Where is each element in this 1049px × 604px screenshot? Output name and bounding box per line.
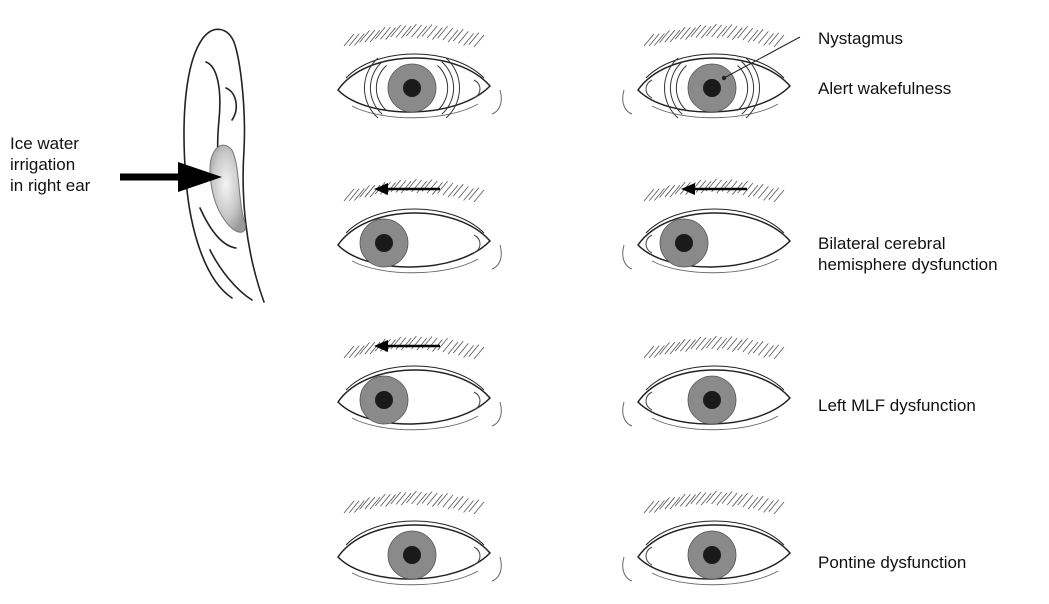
pupil-icon	[703, 79, 721, 97]
left-eye	[338, 336, 501, 430]
nose-crease-icon	[623, 90, 632, 114]
eye-row	[338, 336, 790, 430]
ear-drawing	[184, 29, 264, 302]
nose-crease-icon	[623, 402, 632, 426]
stimulus-label-line: in right ear	[10, 175, 90, 196]
eyebrow-icon	[644, 179, 784, 202]
row-label-line: Bilateral cerebral	[818, 233, 998, 254]
nose-crease-icon	[492, 90, 501, 114]
stimulus-label-line: irrigation	[10, 154, 90, 175]
right-eye	[623, 336, 790, 430]
pupil-icon	[375, 391, 393, 409]
eye-rows	[338, 24, 790, 585]
eyebrow-icon	[344, 179, 484, 202]
right-eye	[623, 491, 790, 585]
left-eye	[338, 24, 501, 118]
pupil-icon	[703, 546, 721, 564]
right-eye	[623, 24, 790, 118]
eye-row	[338, 179, 790, 273]
ear-lobe-line	[210, 250, 252, 300]
row-label-bilateral-cerebral: Bilateral cerebral hemisphere dysfunctio…	[818, 233, 998, 275]
pupil-icon	[403, 79, 421, 97]
gaze-arrow-left-icon	[374, 183, 440, 195]
stimulus-label: Ice water irrigation in right ear	[10, 133, 90, 196]
pupil-icon	[403, 546, 421, 564]
nose-crease-icon	[492, 245, 501, 269]
pupil-icon	[703, 391, 721, 409]
eyebrow-icon	[644, 24, 784, 47]
leader-dot	[722, 76, 726, 80]
nose-crease-icon	[492, 557, 501, 581]
nose-crease-icon	[623, 245, 632, 269]
row-label-line: hemisphere dysfunction	[818, 254, 998, 275]
nystagmus-label: Nystagmus	[818, 28, 903, 49]
stimulus-label-line: Ice water	[10, 133, 90, 154]
pupil-icon	[375, 234, 393, 252]
row-label-alert-wakefulness: Alert wakefulness	[818, 78, 951, 99]
eyebrow-icon	[644, 491, 784, 514]
left-eye	[338, 179, 501, 273]
eyebrow-icon	[344, 24, 484, 47]
eye-row	[338, 24, 790, 118]
right-eye	[623, 179, 790, 273]
ear-canal-region	[210, 145, 245, 232]
nose-crease-icon	[623, 557, 632, 581]
ear-tragus	[226, 88, 236, 120]
nose-crease-icon	[492, 402, 501, 426]
ice-water-arrow	[120, 162, 222, 192]
eyebrow-icon	[344, 491, 484, 514]
eyebrow-icon	[644, 336, 784, 359]
row-label-pontine: Pontine dysfunction	[818, 552, 966, 573]
eyebrow-icon	[344, 336, 484, 359]
gaze-arrow-left-icon	[374, 340, 440, 352]
row-label-left-mlf: Left MLF dysfunction	[818, 395, 976, 416]
pupil-icon	[675, 234, 693, 252]
eye-row	[338, 491, 790, 585]
gaze-arrow-left-icon	[681, 183, 747, 195]
left-eye	[338, 491, 501, 585]
